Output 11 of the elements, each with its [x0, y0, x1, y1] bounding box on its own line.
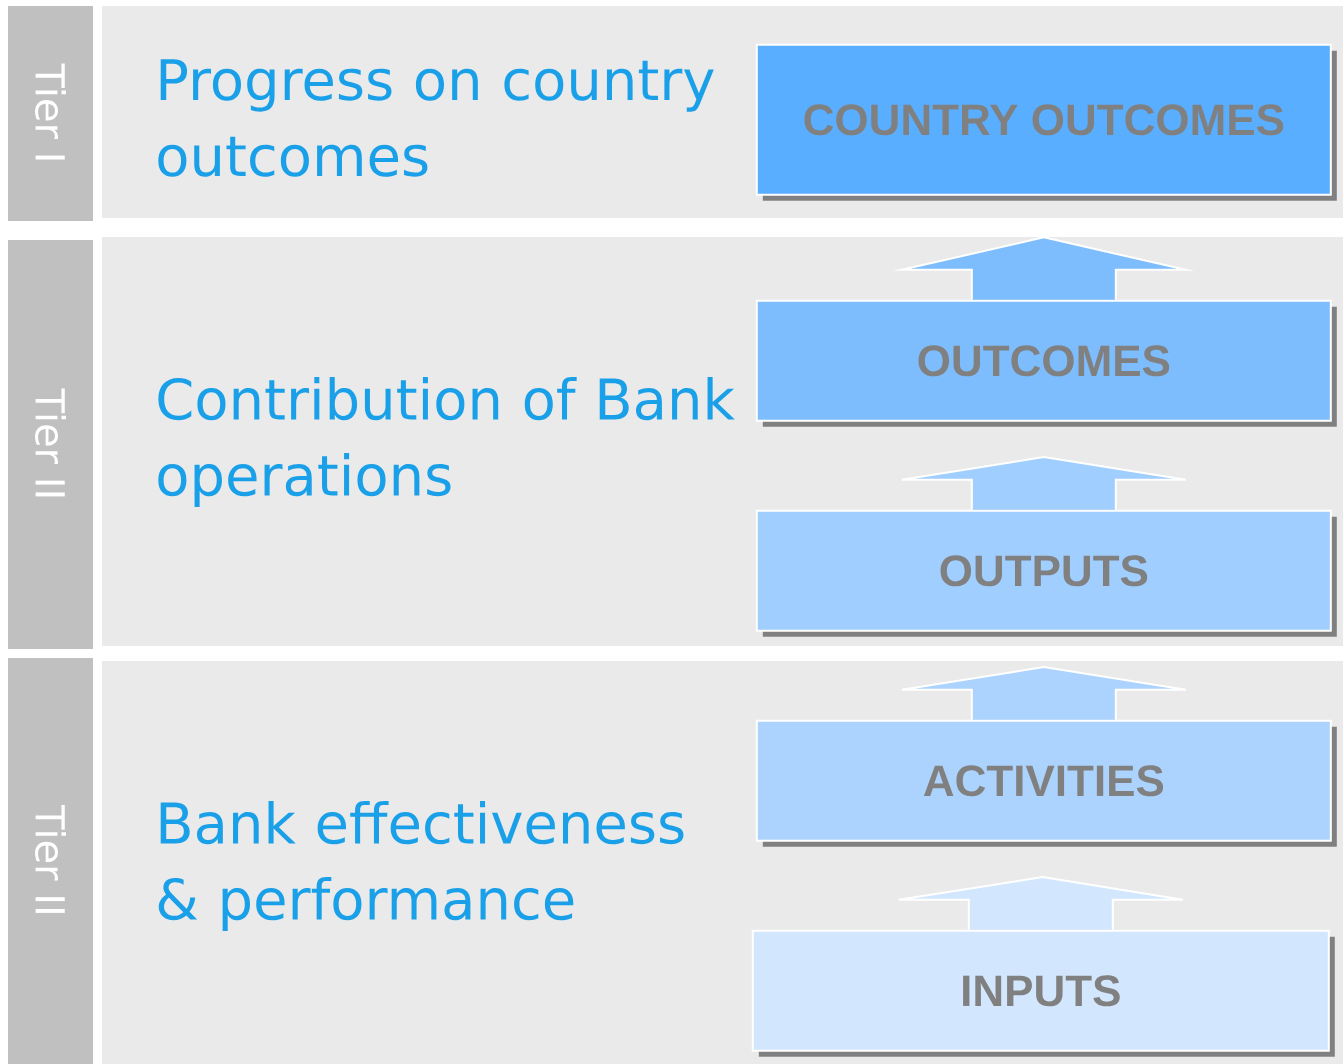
tier-band: Tier II — [8, 658, 93, 1064]
tier-band: Tier II — [8, 240, 93, 649]
block-arrow — [900, 456, 1187, 511]
block-arrow — [900, 666, 1187, 721]
process-box: OUTCOMES — [755, 299, 1337, 427]
process-box: COUNTRY OUTCOMES — [755, 43, 1337, 201]
tier-band: Tier I — [8, 6, 93, 221]
block-arrow — [897, 876, 1184, 931]
process-box: OUTPUTS — [755, 509, 1337, 637]
process-box: INPUTS — [751, 929, 1335, 1057]
process-box: ACTIVITIES — [755, 719, 1337, 847]
